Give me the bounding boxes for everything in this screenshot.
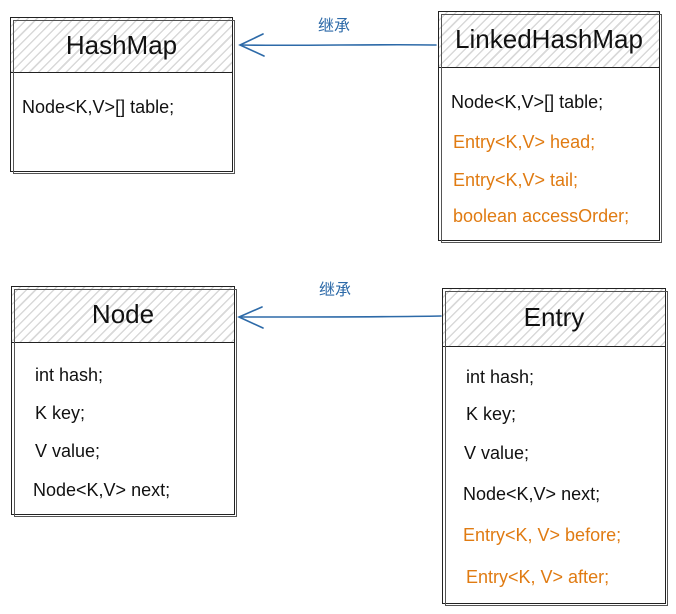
linkedhashmap-field-tail: Entry<K,V> tail; xyxy=(453,170,579,190)
inherit-arrowhead-top xyxy=(238,33,265,57)
linkedhashmap-class-box: LinkedHashMap Node<K,V>[] table; Entry<K… xyxy=(438,11,662,243)
node-field-key: K key; xyxy=(35,403,86,423)
hashmap-class-box: HashMap Node<K,V>[] table; xyxy=(10,17,235,174)
node-field-hash: int hash; xyxy=(35,365,104,385)
node-field-next: Node<K,V> next; xyxy=(33,480,171,500)
hashmap-field-table: Node<K,V>[] table; xyxy=(22,97,175,117)
entry-field-key: K key; xyxy=(466,404,517,424)
linkedhashmap-class-title: LinkedHashMap xyxy=(439,12,659,68)
entry-field-after: Entry<K, V> after; xyxy=(466,567,610,587)
inherit-arrow-entry-to-node xyxy=(239,315,442,318)
entry-field-next: Node<K,V> next; xyxy=(463,484,601,504)
inheritance-label-top: 继承 xyxy=(318,18,351,35)
inheritance-label-bottom: 继承 xyxy=(319,282,352,299)
node-field-value: V value; xyxy=(35,441,101,461)
linkedhashmap-field-table: Node<K,V>[] table; xyxy=(451,92,604,112)
node-class-box: Node int hash; K key; V value; Node<K,V>… xyxy=(11,286,237,517)
entry-field-value: V value; xyxy=(464,443,530,463)
node-class-title: Node xyxy=(12,287,234,343)
linkedhashmap-field-head: Entry<K,V> head; xyxy=(453,132,596,152)
linkedhashmap-field-accessorder: boolean accessOrder; xyxy=(453,206,630,226)
entry-class-box: Entry int hash; K key; V value; Node<K,V… xyxy=(442,288,668,606)
inherit-arrowhead-bottom xyxy=(237,306,264,329)
hashmap-class-title: HashMap xyxy=(11,18,232,73)
entry-field-before: Entry<K, V> before; xyxy=(463,525,622,545)
entry-class-title: Entry xyxy=(443,289,665,347)
entry-field-hash: int hash; xyxy=(466,367,535,387)
inherit-arrow-linkedhashmap-to-hashmap xyxy=(240,43,437,47)
